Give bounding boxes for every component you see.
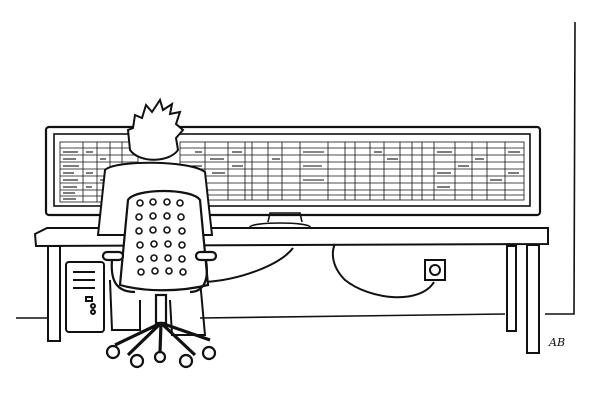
floor-line-mid: [199, 313, 506, 319]
chair-armrest-left: [101, 250, 125, 262]
desk: [33, 227, 549, 354]
desk-leg-right-front: [526, 244, 540, 354]
chair-wheel: [178, 353, 194, 369]
chair-armrest-right: [194, 250, 218, 262]
artist-signature: AB: [548, 336, 565, 349]
desk-leg-left: [47, 245, 61, 342]
chair-wheel: [153, 350, 167, 364]
chair-wheel: [129, 353, 145, 369]
desk-leg-right-back: [506, 245, 517, 332]
office-chair: [101, 189, 218, 369]
chair-holes: [135, 198, 187, 276]
cables: [204, 243, 435, 299]
spreadsheet-right-panel: [179, 141, 525, 201]
wall-corner-line: [545, 21, 576, 315]
person-hair: [126, 97, 185, 161]
chair-base: [114, 321, 211, 357]
chair-post: [154, 293, 168, 325]
person-legs: [109, 279, 207, 336]
chair-arm-supports: [110, 259, 208, 294]
pc-tower: [65, 261, 105, 333]
power-outlet: [424, 259, 446, 281]
chair-backrest: [118, 189, 210, 292]
chair-wheel: [201, 345, 217, 361]
spreadsheet-scribbles: [63, 151, 520, 200]
room: [16, 21, 576, 319]
chair-wheel: [105, 344, 121, 360]
